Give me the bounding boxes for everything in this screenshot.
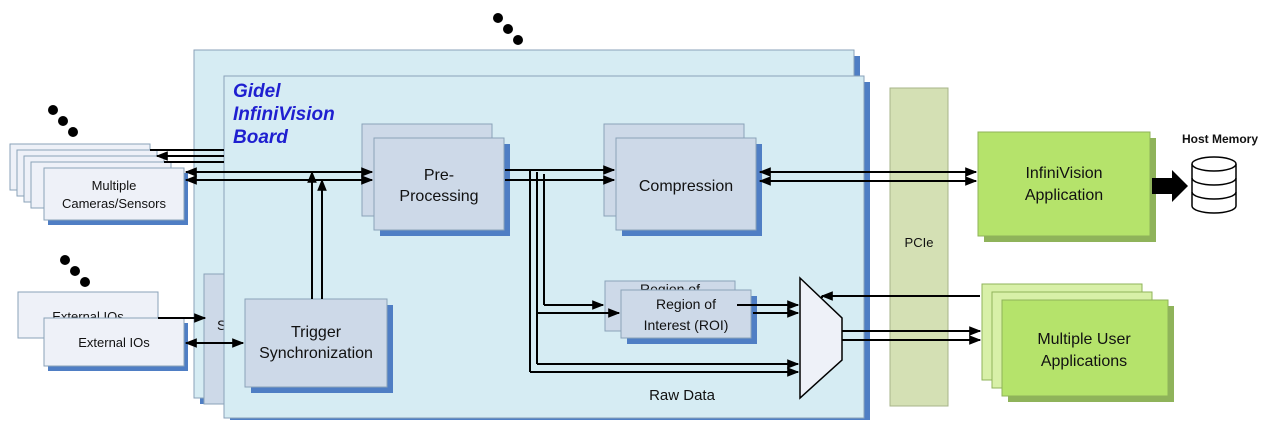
svg-text:Gidel: Gidel bbox=[233, 81, 281, 102]
pcie-bus: PCIe bbox=[889, 87, 949, 407]
connections bbox=[150, 149, 982, 377]
preprocessing-block: Pre- Processing bbox=[361, 123, 510, 236]
svg-text:InfiniVision: InfiniVision bbox=[233, 104, 335, 125]
host-memory-label: Host Memory bbox=[1182, 132, 1258, 146]
trigger-label-line1: Trigger bbox=[291, 324, 342, 341]
infinivision-app-block: InfiniVision Application bbox=[977, 131, 1156, 242]
roi-block: Region of Region of Interest (ROI) bbox=[604, 280, 757, 344]
roi-label-line2: Interest (ROI) bbox=[644, 317, 729, 333]
compression-label: Compression bbox=[639, 178, 733, 195]
user-apps-label-line1: Multiple User bbox=[1037, 331, 1131, 348]
compression-block: Compression bbox=[603, 123, 762, 236]
preprocessing-label-line1: Pre- bbox=[424, 167, 454, 184]
app-label-line2: Application bbox=[1025, 187, 1103, 204]
cameras-block: Multiple Cameras/Sensors bbox=[9, 143, 188, 225]
cameras-label-line2: Cameras/Sensors bbox=[62, 196, 167, 211]
cameras-label-line1: Multiple bbox=[92, 178, 137, 193]
raw-data-label: Raw Data bbox=[649, 387, 716, 404]
multiplexer-icon bbox=[799, 276, 843, 400]
user-apps-block: Multiple User Applications bbox=[981, 283, 1174, 402]
ellipsis-icon bbox=[493, 13, 523, 45]
pcie-label: PCIe bbox=[905, 235, 934, 250]
trigger-block: Trigger Synchronization bbox=[244, 298, 393, 393]
board-title: Gidel InfiniVision Board bbox=[233, 81, 335, 148]
user-apps-label-line2: Applications bbox=[1041, 353, 1127, 370]
preprocessing-label-line2: Processing bbox=[399, 188, 478, 205]
app-label-line1: InfiniVision bbox=[1025, 165, 1102, 182]
external-io-label: External IOs bbox=[78, 335, 150, 350]
host-memory-arrow bbox=[1152, 170, 1188, 202]
ellipsis-icon bbox=[60, 255, 90, 287]
database-icon bbox=[1191, 156, 1237, 214]
ellipsis-icon bbox=[48, 105, 78, 137]
svg-text:Board: Board bbox=[233, 127, 288, 148]
trigger-label-line2: Synchronization bbox=[259, 345, 373, 362]
external-io-block: External IOs External IOs bbox=[17, 291, 188, 371]
roi-label-line1: Region of bbox=[656, 296, 716, 312]
trigger-back-stub-label: S bbox=[217, 317, 226, 333]
